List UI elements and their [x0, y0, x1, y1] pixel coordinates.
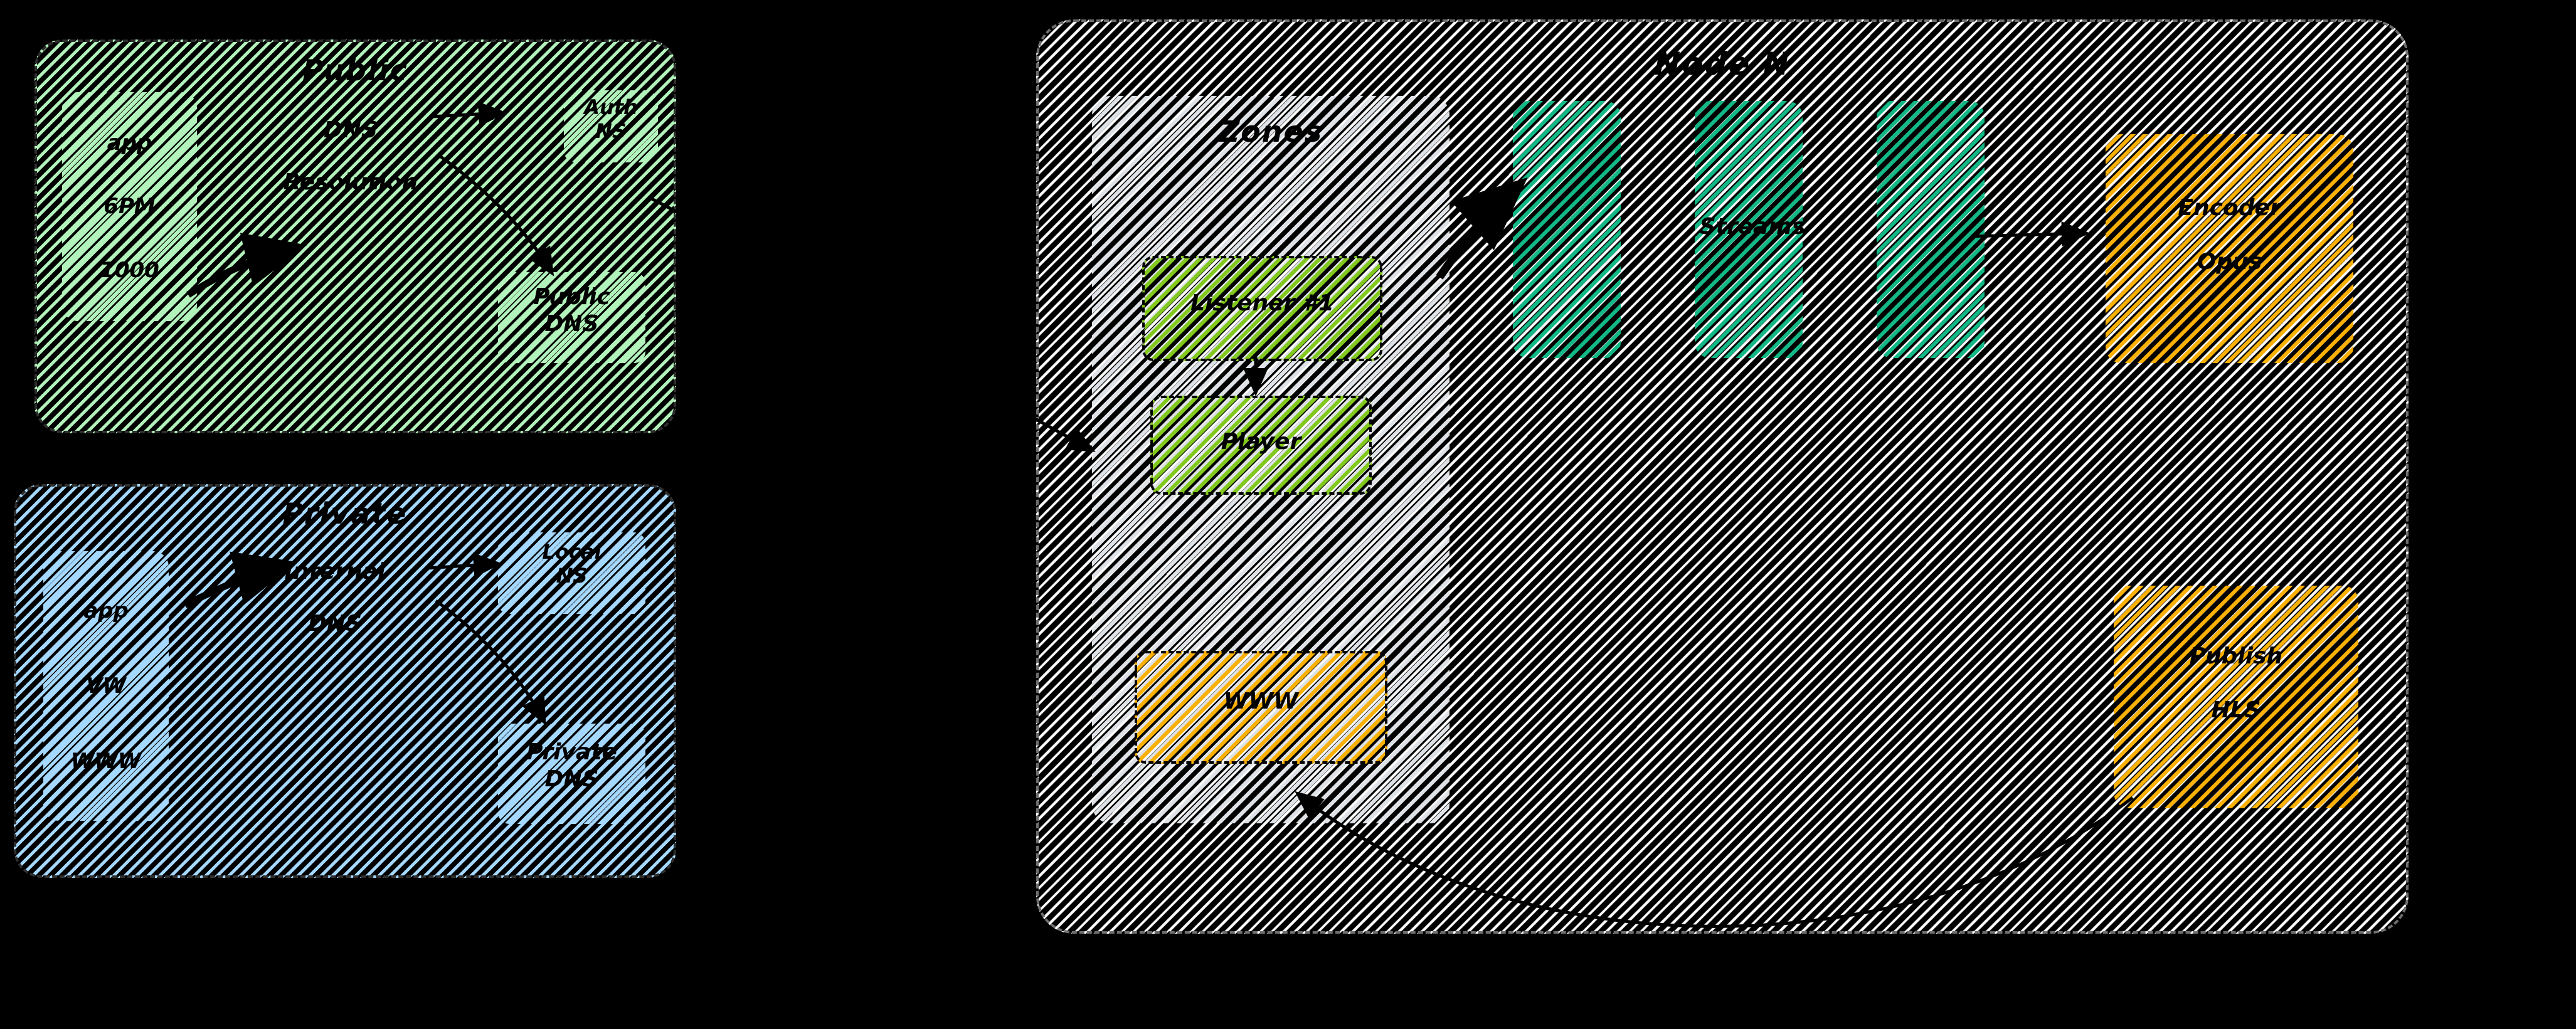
- node-box: Node N Zones Listener #1 Player WWW Stre…: [1036, 19, 2409, 934]
- player-label: Player: [1221, 429, 1301, 455]
- www-label: WWW: [1223, 689, 1299, 714]
- zones-title: Zones: [1218, 115, 1323, 149]
- encoder-label: Encoder Opus: [2178, 195, 2281, 275]
- private-local-ns-label: Local NS: [542, 540, 602, 588]
- private-flow-box: Private app VW WWW Internal DNS Local NS…: [14, 484, 676, 878]
- public-source-line: app: [107, 130, 152, 156]
- listener-label: Listener #1: [1190, 290, 1334, 316]
- encoder-box: Encoder Opus: [2106, 134, 2353, 363]
- public-flow-title: Public: [302, 53, 408, 87]
- private-source-line: VW: [86, 673, 126, 699]
- node-title: Node N: [1654, 46, 1791, 82]
- stream-bar-3: [1877, 101, 1985, 358]
- public-source-box: app 6PM 1000: [62, 92, 197, 321]
- player-box: Player: [1150, 396, 1372, 495]
- publish-label: Publish HLS: [2189, 643, 2283, 724]
- public-source-lines: app 6PM 1000: [62, 92, 197, 321]
- private-dns-label: Private DNS: [526, 739, 617, 793]
- private-dns-box: Private DNS: [498, 724, 645, 824]
- zones-box: Zones Listener #1 Player WWW: [1092, 96, 1450, 823]
- private-flow-title: Private: [282, 497, 408, 530]
- public-auth-ns-box: Auth NS: [564, 90, 658, 162]
- private-resolver-label: Internal DNS: [284, 559, 386, 636]
- stream-bar-1: [1513, 101, 1621, 358]
- listener-box: Listener #1: [1142, 256, 1382, 361]
- public-source-line: 6PM: [103, 194, 156, 219]
- private-source-line: app: [83, 598, 129, 623]
- stream-bar-2: [1695, 101, 1803, 358]
- private-source-box: app VW WWW: [43, 551, 169, 821]
- public-dns-box: Public DNS: [498, 272, 645, 363]
- publish-box: Publish HLS: [2114, 586, 2358, 808]
- private-source-line: WWW: [70, 749, 142, 774]
- public-auth-ns-label: Auth NS: [584, 95, 638, 144]
- public-resolver-label: DNS Resolution: [283, 117, 418, 195]
- streams-label: Streams: [1699, 214, 1806, 240]
- private-source-lines: app VW WWW: [43, 551, 169, 821]
- private-local-ns-box: Local NS: [498, 532, 645, 614]
- www-box: WWW: [1135, 651, 1387, 764]
- public-flow-box: Public app 6PM 1000 DNS Resolution Auth …: [34, 40, 676, 433]
- public-dns-label: Public DNS: [533, 284, 610, 337]
- public-source-line: 1000: [100, 258, 159, 283]
- arrow-public-dns-to-node: [648, 196, 1096, 452]
